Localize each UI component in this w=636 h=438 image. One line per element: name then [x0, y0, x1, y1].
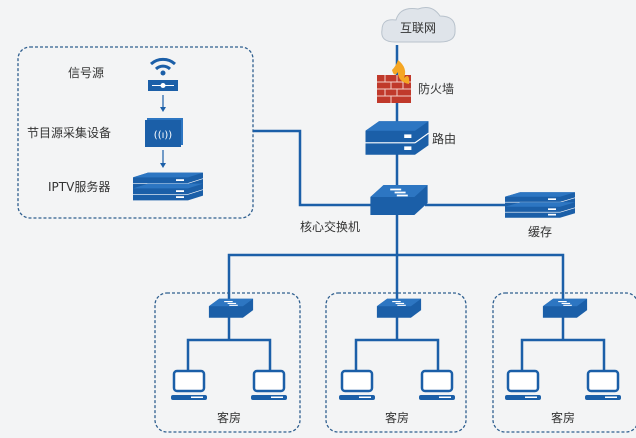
- firewall-icon: [377, 60, 411, 103]
- arrow-icon: [160, 95, 166, 112]
- core-switch-icon: [369, 184, 429, 216]
- capture-device-icon: ((ı)): [145, 118, 183, 147]
- svg-text:((ı)): ((ı)): [154, 130, 172, 141]
- computer-icon: [249, 369, 289, 402]
- computer-icon: [503, 369, 543, 402]
- access-switch-icon: [208, 298, 254, 319]
- core-switch-label: 核心交换机: [300, 219, 360, 234]
- computer-icon: [583, 369, 623, 402]
- guest-room-box: [492, 292, 636, 433]
- arrow-icon: [160, 150, 166, 168]
- access-switch-icon: [542, 298, 588, 319]
- router-icon: [364, 120, 430, 156]
- cache-label: 缓存: [528, 225, 552, 239]
- guest-room-label: 客房: [385, 410, 409, 425]
- internet-label: 互联网: [400, 21, 436, 35]
- computer-icon: [337, 369, 377, 402]
- router-label: 路由: [432, 131, 456, 146]
- signal-source-label: 信号源: [68, 66, 104, 80]
- computer-icon: [417, 369, 457, 402]
- capture-device-label: 节目源采集设备: [27, 125, 111, 140]
- signal-source-icon: [148, 57, 178, 91]
- computer-icon: [169, 369, 209, 402]
- guest-room-label: 客房: [551, 410, 575, 425]
- guest-room-label: 客房: [217, 410, 241, 425]
- access-switch-icon: [376, 298, 422, 319]
- guest-room-box: [154, 292, 301, 433]
- room-link: [186, 338, 272, 372]
- room-link: [354, 338, 440, 372]
- guest-room-group: 客房: [325, 292, 467, 433]
- guest-room-group: 客房: [492, 292, 636, 433]
- firewall-label: 防火墙: [418, 81, 454, 96]
- cache-server-icon: [504, 191, 576, 219]
- source-group-box: [17, 46, 254, 219]
- guest-room-box: [325, 292, 467, 433]
- guest-room-group: 客房: [154, 292, 301, 433]
- room-link: [520, 338, 606, 372]
- iptv-server-label: IPTV服务器: [48, 179, 110, 194]
- iptv-server-icon: [132, 172, 204, 201]
- internet-cloud-icon: 互联网: [381, 7, 456, 43]
